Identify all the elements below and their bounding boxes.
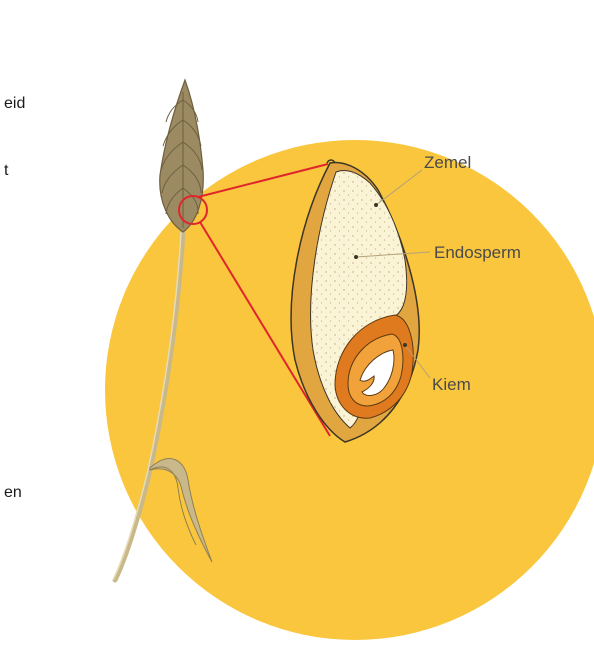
- label-bran: Zemel: [424, 153, 471, 172]
- label-endosperm: Endosperm: [434, 243, 521, 262]
- leader-dot-germ: [403, 343, 407, 347]
- wheat-ear: [160, 80, 204, 232]
- label-germ: Kiem: [432, 375, 471, 394]
- leader-dot-endosperm: [354, 255, 358, 259]
- leader-dot-bran: [374, 203, 378, 207]
